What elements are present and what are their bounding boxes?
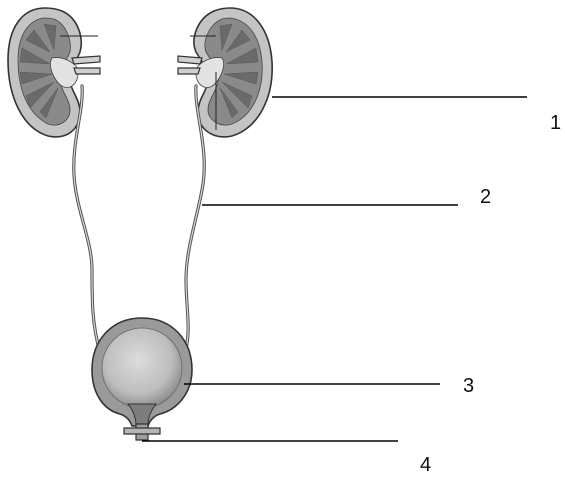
right-renal-vessels: [178, 56, 202, 74]
label-2: 2: [480, 187, 491, 207]
left-renal-vessels: [72, 56, 100, 74]
label-1: 1: [550, 113, 561, 133]
urethra: [124, 424, 160, 440]
left-ureter-inner: [74, 86, 100, 352]
label-4: 4: [420, 455, 431, 475]
urethra-sphincter: [124, 428, 160, 434]
bladder: [92, 318, 192, 426]
bladder-lumen: [102, 328, 182, 408]
left-kidney: [8, 8, 100, 137]
label-3: 3: [463, 376, 474, 396]
ureters: [74, 86, 204, 356]
right-kidney: [178, 8, 272, 137]
right-ureter: [184, 86, 204, 356]
